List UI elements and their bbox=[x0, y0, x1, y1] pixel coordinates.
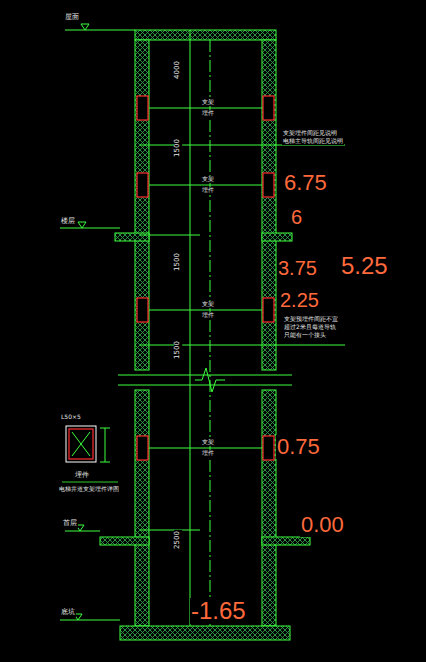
note: 超过2米且每道导轨 bbox=[283, 324, 337, 331]
part-label: 支架 bbox=[201, 99, 215, 106]
part-label: 支架 bbox=[201, 301, 215, 308]
lines bbox=[60, 24, 345, 626]
level-name: 首层 bbox=[62, 520, 78, 528]
detail-title: 电梯井道支架埋件详图 bbox=[58, 486, 120, 493]
level-name: 楼层 bbox=[60, 218, 76, 226]
elevation-mark: 0.75 bbox=[276, 435, 321, 459]
level-name: 屋面 bbox=[64, 14, 80, 22]
section-size: L50×5 bbox=[60, 414, 82, 421]
note: 支架预埋件间距不宜 bbox=[283, 316, 339, 323]
part-label: 埋件 bbox=[201, 110, 215, 117]
elevation-mark: -1.65 bbox=[190, 598, 247, 624]
part-label: 埋件 bbox=[201, 312, 215, 319]
dimension: 1500 bbox=[174, 138, 182, 158]
elevation-mark: 6 bbox=[290, 206, 303, 228]
dimension: 1500 bbox=[174, 340, 182, 360]
part-label: 支架 bbox=[201, 439, 215, 446]
dimension: 2500 bbox=[174, 530, 182, 550]
part-label: 埋件 bbox=[201, 187, 215, 194]
elevation-mark: 2.25 bbox=[279, 289, 320, 311]
dimension: 1500 bbox=[174, 252, 182, 272]
wall-hatch bbox=[100, 30, 310, 640]
level-name: 底坑 bbox=[60, 609, 76, 617]
note: 电梯主导轨间距见说明 bbox=[282, 138, 344, 145]
elevation-mark: 3.75 bbox=[277, 257, 318, 279]
elevation-mark: 6.75 bbox=[283, 171, 328, 195]
embed-detail bbox=[62, 426, 118, 482]
part-label: 支架 bbox=[201, 176, 215, 183]
detail-label: 埋件 bbox=[74, 472, 90, 480]
note: 只能有一个接头 bbox=[283, 332, 327, 339]
elevation-mark: 5.25 bbox=[340, 253, 389, 279]
elevation-mark: 0.00 bbox=[300, 513, 345, 537]
note: 支架埋件间距见说明 bbox=[282, 130, 338, 137]
dimension: 4000 bbox=[174, 60, 182, 80]
part-label: 埋件 bbox=[201, 450, 215, 457]
bracket-plates bbox=[137, 96, 274, 460]
